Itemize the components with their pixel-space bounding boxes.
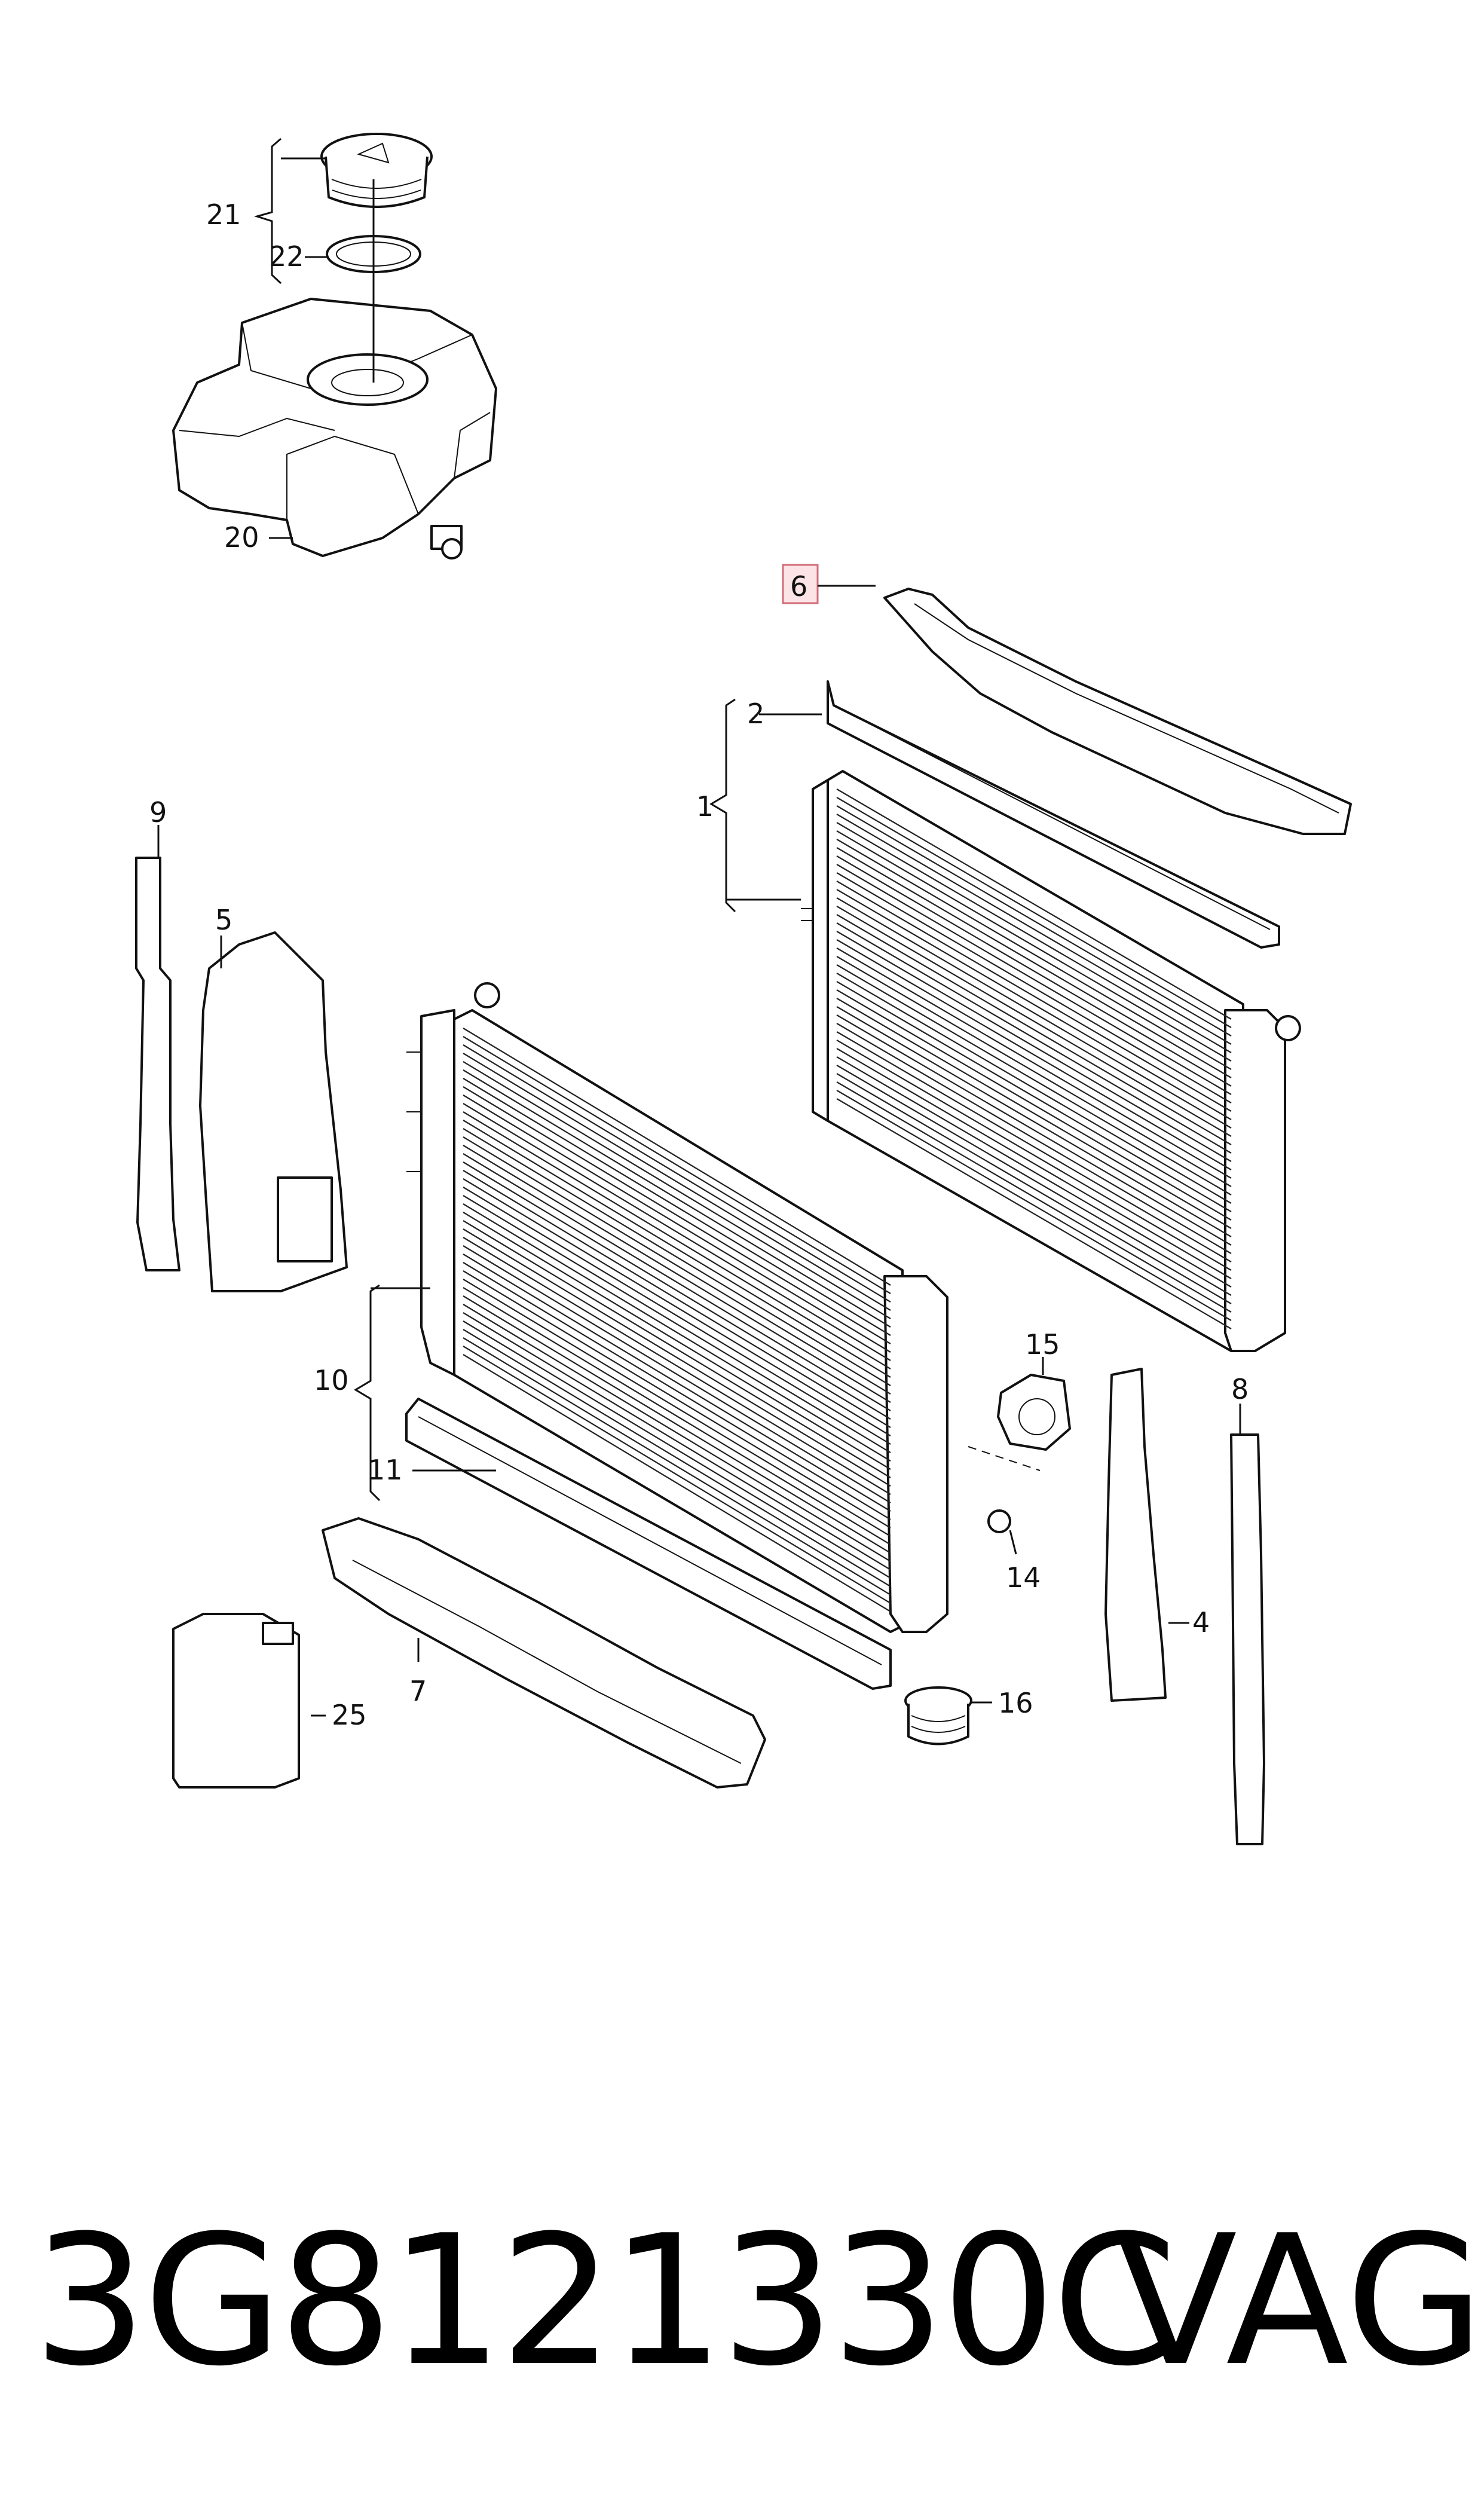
brand-name: VAG: [1115, 2197, 1484, 2405]
parts-diagram: 2 1 4 5 6 7 8 9 10 11 14 15 16 20 21 22 …: [135, 133, 1352, 1845]
callout-9: 9: [149, 796, 167, 829]
callout-7: 7: [409, 1675, 427, 1707]
callout-6-highlight: [782, 564, 819, 604]
callout-14: 14: [1006, 1561, 1041, 1594]
seal-strip-top: [759, 680, 1280, 949]
callout-15: 15: [1025, 1328, 1060, 1361]
radiator-main: [709, 698, 1301, 1352]
callout-11: 11: [368, 1454, 403, 1486]
callout-2: 2: [747, 698, 764, 730]
air-guide-top: [782, 564, 1352, 835]
air-guide-bottom: [322, 1517, 766, 1789]
radiator-front: [406, 982, 948, 1633]
small-fasteners: [904, 1357, 1071, 1745]
seal-strip-bottom: [354, 1284, 892, 1690]
callout-21: 21: [206, 198, 241, 231]
callout-5: 5: [215, 904, 232, 936]
expansion-tank-group: [172, 133, 497, 560]
callout-8: 8: [1231, 1373, 1249, 1405]
footer: 3G8121330C VAG: [0, 2176, 1484, 2451]
side-panels-right: [1104, 1368, 1265, 1845]
callout-4: 4: [1192, 1606, 1210, 1638]
callout-22: 22: [269, 240, 304, 273]
coolant-container: [172, 1613, 326, 1789]
callout-25: 25: [332, 1699, 367, 1731]
callout-10: 10: [314, 1364, 349, 1396]
part-number: 3G8121330C: [33, 2197, 1177, 2405]
callout-1: 1: [696, 790, 714, 823]
callout-16: 16: [998, 1687, 1033, 1719]
side-panels-left: [135, 825, 348, 1292]
callout-20: 20: [224, 521, 259, 554]
callout-6: 6: [790, 570, 807, 603]
callout-labels: 2 1 4 5 6 7 8 9 10 11 14 15 16 20 21 22 …: [149, 198, 1249, 1731]
